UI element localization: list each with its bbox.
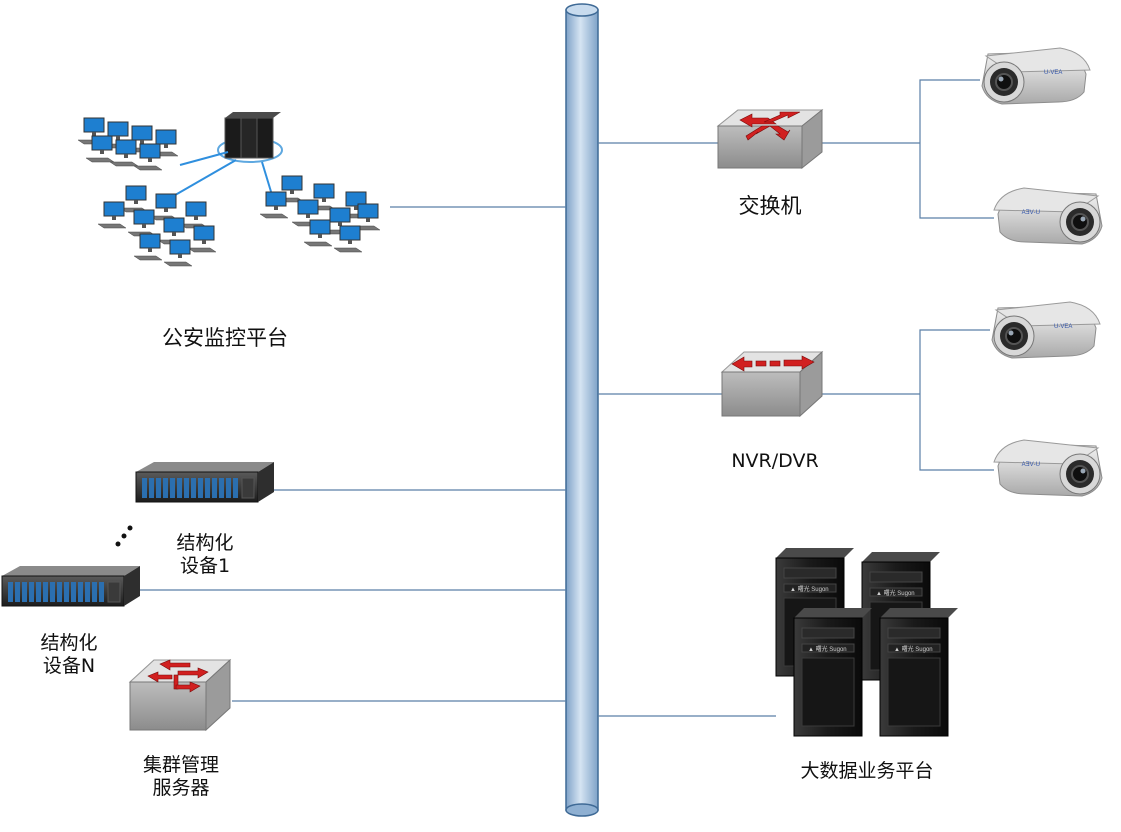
bigdata-platform-label: 大数据业务平台 (800, 760, 934, 782)
struct-device-n-icon (1, 565, 141, 607)
cluster-server-label-line2: 服务器 (152, 776, 210, 799)
switch-icon (716, 108, 824, 170)
network-bus (565, 3, 599, 817)
struct-device-n-label: 结构化 设备N (24, 632, 114, 678)
struct-device-1-label-line1: 结构化 (176, 532, 234, 554)
struct-device-1-label-line2: 设备1 (179, 554, 231, 577)
struct-device-1-label: 结构化 设备1 (160, 532, 250, 578)
cluster-server-icon (128, 658, 232, 732)
nvr-dvr-icon (720, 350, 824, 418)
bigdata-platform-icon (775, 547, 959, 737)
nvr-dvr-label: NVR/DVR (731, 450, 819, 472)
link-lines (138, 79, 994, 717)
camera-icon-3 (991, 301, 1101, 359)
camera-icon-2 (993, 187, 1103, 245)
struct-device-n-label-line2: 设备N (42, 654, 96, 677)
camera-icon-4 (993, 439, 1103, 497)
struct-device-n-label-line1: 结构化 (40, 632, 98, 654)
cluster-server-label-line1: 集群管理 (142, 754, 219, 776)
police-platform-icon (77, 112, 381, 267)
link-nvr-cameras (919, 329, 994, 471)
rack-tower-icon (224, 112, 281, 159)
police-platform-label: 公安监控平台 (162, 326, 288, 350)
link-switch-cameras (919, 79, 994, 219)
ellipsis-dots (115, 525, 133, 547)
cluster-server-label: 集群管理 服务器 (126, 754, 236, 800)
camera-icon-1 (981, 47, 1091, 105)
switch-label: 交换机 (738, 194, 802, 218)
struct-device-1-icon (135, 461, 275, 503)
